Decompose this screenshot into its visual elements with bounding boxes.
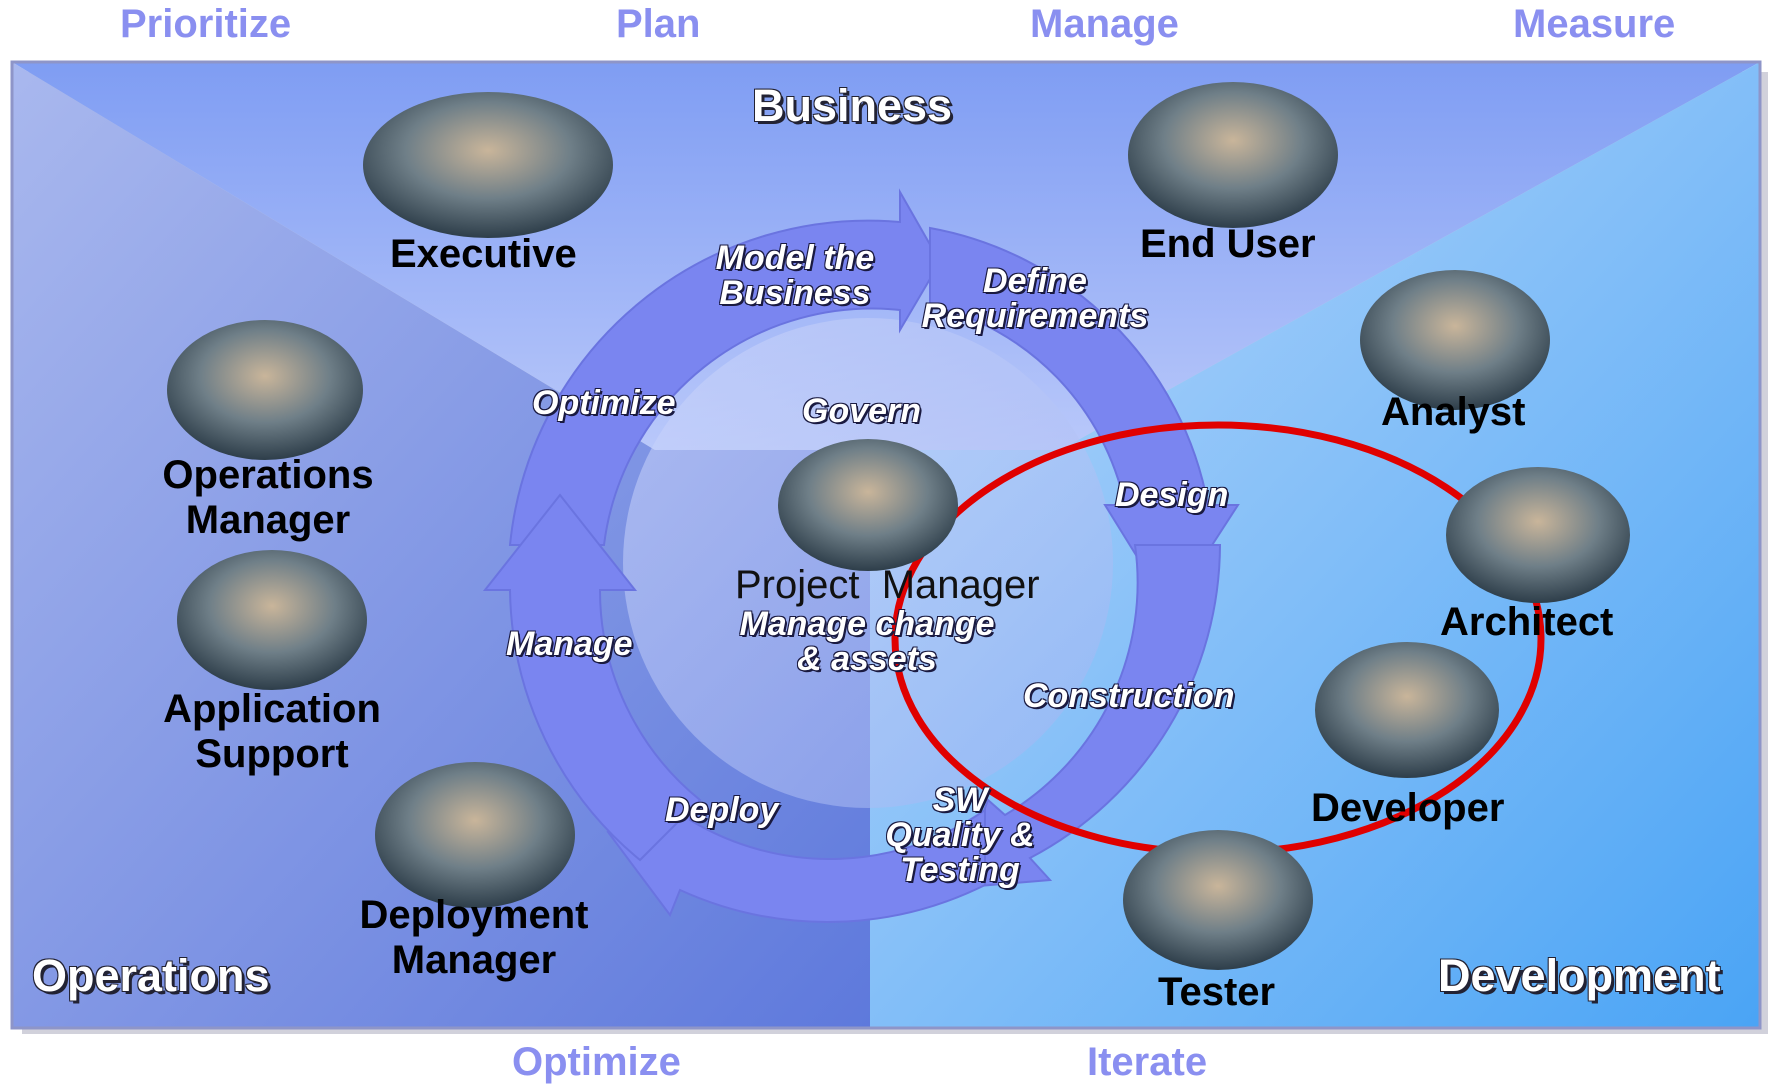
phase-iterate: Iterate <box>1087 1040 1208 1084</box>
cycle-arrows <box>482 188 1240 923</box>
center-govern: Govern <box>802 392 922 430</box>
project-manager-photo <box>778 439 958 571</box>
tester-photo <box>1123 830 1313 970</box>
arrow-deploy <box>606 798 986 923</box>
arrow-model-business <box>508 188 942 546</box>
role-executive: Executive <box>390 232 577 276</box>
role-developer: Developer <box>1311 786 1505 830</box>
role-architect: Architect <box>1440 600 1614 644</box>
role-photos <box>167 82 1630 970</box>
analyst-photo <box>1360 270 1550 410</box>
application-support-photo <box>177 550 367 690</box>
step-optimize: Optimize <box>532 384 676 422</box>
role-tester: Tester <box>1158 970 1276 1014</box>
role-end-user: End User <box>1140 222 1316 266</box>
phase-prioritize: Prioritize <box>120 2 292 46</box>
center-project-manager: Project Manager <box>735 563 1040 607</box>
end-user-photo <box>1128 82 1338 228</box>
step-manage: Manage <box>506 625 633 663</box>
operations-manager-photo <box>167 320 363 460</box>
architect-photo <box>1446 467 1630 603</box>
step-deploy: Deploy <box>665 791 779 829</box>
panel-border <box>10 60 1762 1030</box>
phase-measure: Measure <box>1513 2 1676 46</box>
arrow-manage <box>482 493 702 862</box>
phase-plan: Plan <box>616 2 701 46</box>
zone-operations: Operations <box>32 950 270 1001</box>
deployment-manager-photo <box>375 762 575 908</box>
center-manage-change: Manage change& assets <box>739 605 995 678</box>
step-construction: Construction <box>1023 677 1235 715</box>
executive-photo <box>363 92 613 238</box>
developer-photo <box>1315 642 1499 778</box>
arrow-define-requirements <box>929 226 1240 612</box>
zone-development: Development <box>1438 950 1721 1001</box>
role-analyst: Analyst <box>1381 390 1526 434</box>
zone-business: Business <box>752 80 953 131</box>
phase-manage: Manage <box>1030 2 1179 46</box>
step-design: Design <box>1115 476 1229 514</box>
phase-optimize: Optimize <box>512 1040 681 1084</box>
